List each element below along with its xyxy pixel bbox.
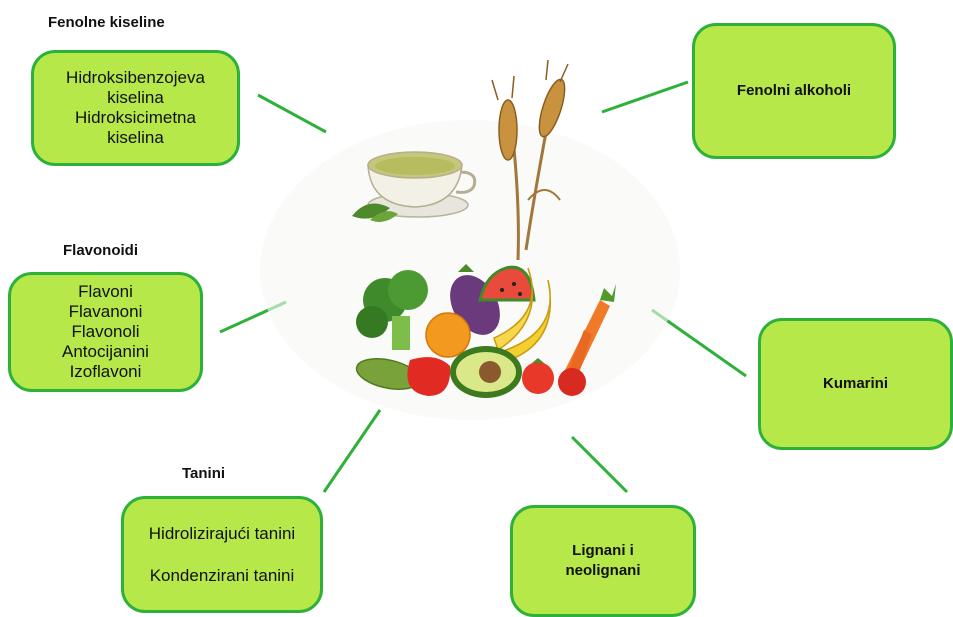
- line-hidroksicimetna: Hidroksicimetna: [75, 108, 196, 127]
- box-fenolni-alkoholi: Fenolni alkoholi: [692, 23, 896, 159]
- line-hidrolizirajuci-tanini: Hidrolizirajući tanini: [148, 523, 296, 543]
- box-flavonoidi: Flavoni Flavanoni Flavonoli Antocijanini…: [8, 272, 203, 392]
- line-hidroksibenzojeva: Hidroksibenzojeva: [66, 68, 205, 87]
- line-flavanoni: Flavanoni: [68, 302, 143, 321]
- label-kumarini: Kumarini: [822, 375, 888, 392]
- line-flavonoli: Flavonoli: [71, 322, 140, 341]
- title-tanini: Tanini: [182, 465, 226, 482]
- line-izoflavoni: Izoflavoni: [69, 362, 142, 381]
- fruit-vegetable-basket-icon: [355, 264, 616, 398]
- connector-kumarini: [651, 308, 747, 378]
- box-kumarini: Kumarini: [758, 318, 953, 450]
- connector-lignani: [570, 435, 629, 494]
- box-tanini: Hidrolizirajući tanini Kondenzirani tani…: [121, 496, 323, 613]
- title-fenolne-kiseline: Fenolne kiseline: [48, 14, 165, 31]
- tea-cup-icon: [352, 151, 477, 222]
- connector-fenolni-alkoholi: [601, 80, 689, 114]
- label-fenolni-alkoholi: Fenolni alkoholi: [736, 82, 852, 99]
- line-neolignani: neolignani: [565, 562, 641, 579]
- connector-fenolne-kiseline: [257, 93, 327, 134]
- box-fenolne-kiseline: Hidroksibenzojeva kiselina Hidroksicimet…: [31, 50, 240, 166]
- line-kiselina-1: kiselina: [107, 88, 164, 107]
- connector-tanini: [322, 409, 382, 493]
- box-lignani-neolignani: Lignani i neolignani: [510, 505, 696, 617]
- line-flavoni: Flavoni: [78, 282, 133, 301]
- wheat-icon: [491, 59, 569, 261]
- line-kiselina-2: kiselina: [107, 128, 164, 147]
- title-flavonoidi: Flavonoidi: [63, 242, 138, 259]
- line-lignani-i: Lignani i: [572, 542, 634, 559]
- line-antocijanini: Antocijanini: [62, 342, 149, 361]
- line-kondenzirani-tanini: Kondenzirani tanini: [149, 565, 295, 585]
